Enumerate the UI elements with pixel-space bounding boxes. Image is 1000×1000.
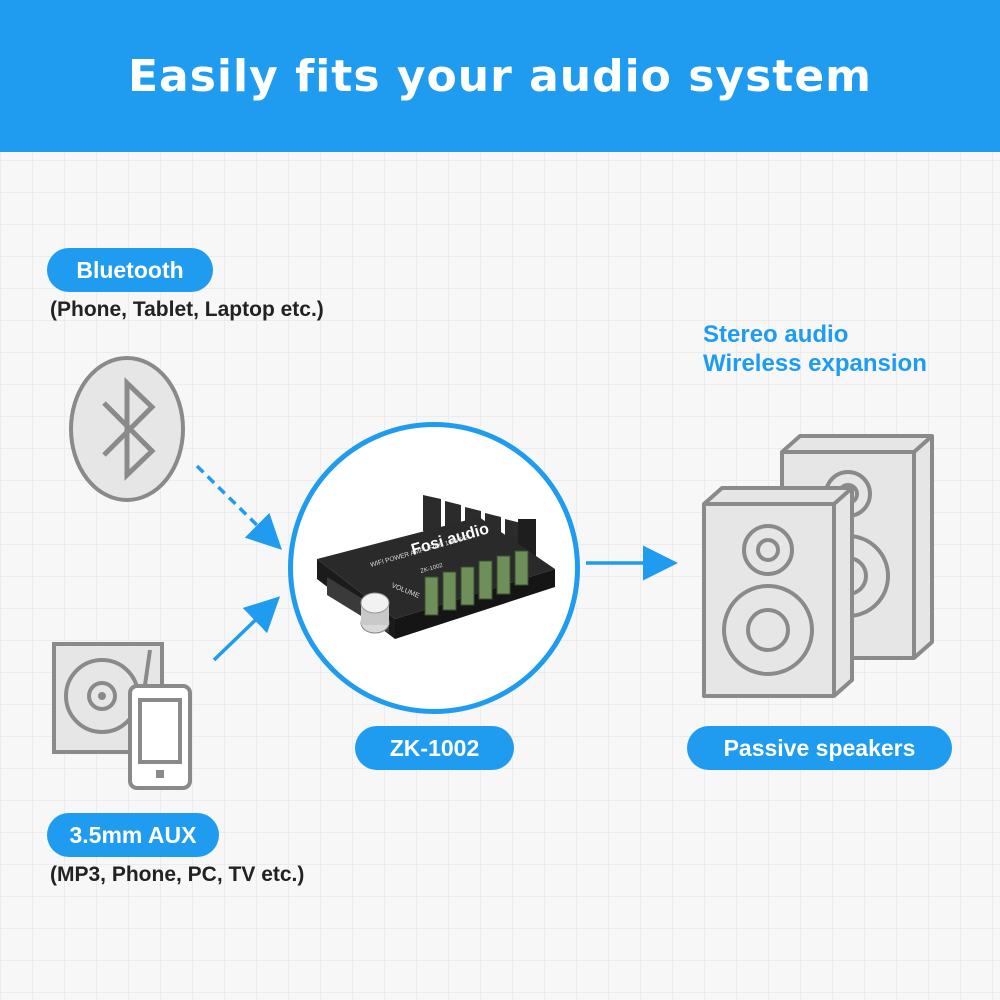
bluetooth-arrow — [195, 464, 282, 550]
bluetooth-label-text: Bluetooth — [76, 256, 184, 283]
aux-label: 3.5mm AUX — [47, 813, 219, 857]
amplifier-circle: Fosi audio WIFI POWER AMPLIFIER 100Wx2 Z… — [288, 422, 580, 714]
bluetooth-icon — [69, 356, 185, 502]
bluetooth-label: Bluetooth — [47, 248, 213, 292]
passive-speakers-text: Passive speakers — [723, 734, 916, 761]
amplifier-board: Fosi audio WIFI POWER AMPLIFIER 100Wx2 Z… — [317, 495, 555, 639]
header-banner: Easily fits your audio system — [0, 0, 1000, 152]
amplifier-model-text: ZK-1002 — [389, 734, 480, 761]
feature-stereo: Stereo audio — [703, 321, 849, 348]
feature-wireless: Wireless expansion — [703, 350, 927, 377]
bluetooth-note: (Phone, Tablet, Laptop etc.) — [50, 298, 324, 321]
aux-arrow — [212, 596, 281, 662]
speaker-features: Stereo audio Wireless expansion — [703, 320, 927, 378]
amplifier-model-label: ZK-1002 — [355, 726, 514, 770]
passive-speakers-label: Passive speakers — [687, 726, 952, 770]
aux-label-text: 3.5mm AUX — [69, 821, 197, 848]
turntable-phone-icon — [52, 642, 192, 790]
page-title: Easily fits your audio system — [127, 50, 873, 102]
aux-note: (MP3, Phone, PC, TV etc.) — [50, 863, 305, 886]
passive-speakers-icon — [702, 434, 934, 698]
